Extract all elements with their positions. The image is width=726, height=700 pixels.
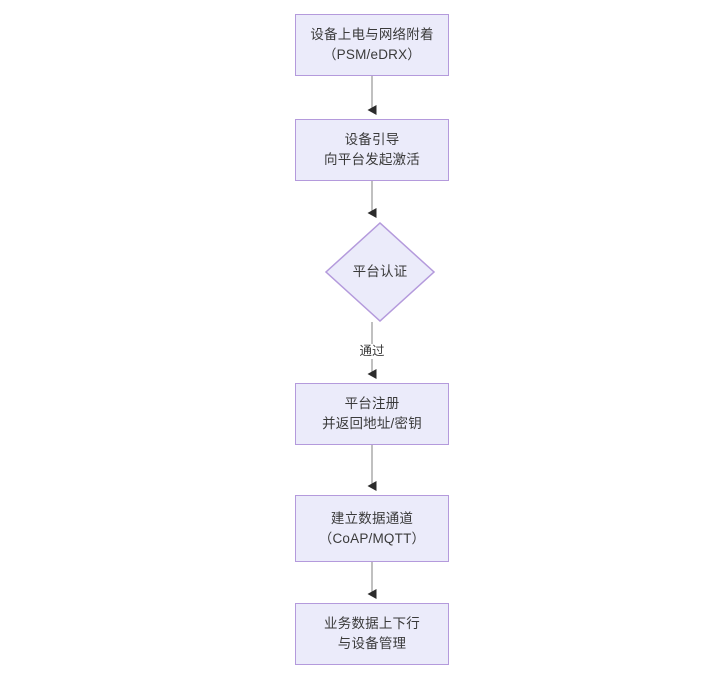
node-text-line: （CoAP/MQTT） — [318, 530, 426, 546]
node-text-line: 平台认证 — [352, 264, 408, 279]
node-platform-authentication[interactable]: 平台认证 — [325, 222, 435, 322]
node-text-line: 与设备管理 — [337, 636, 407, 651]
node-text-line: 建立数据通道 — [330, 510, 414, 526]
node-platform-registration[interactable]: 平台注册 并返回地址/密钥 — [295, 383, 449, 445]
node-text-line: 设备上电与网络附着 — [310, 27, 434, 42]
node-text-line: 业务数据上下行 — [324, 616, 420, 631]
diamond-shape-icon — [325, 222, 435, 322]
node-text-line: 平台注册 — [344, 396, 400, 411]
node-device-bootstrap[interactable]: 设备引导 向平台发起激活 — [295, 119, 449, 181]
node-device-power-on[interactable]: 设备上电与网络附着 （PSM/eDRX） — [295, 14, 449, 76]
node-text-line: 并返回地址/密钥 — [322, 416, 422, 431]
node-establish-data-channel[interactable]: 建立数据通道 （CoAP/MQTT） — [295, 495, 449, 562]
node-business-data-and-device-management[interactable]: 业务数据上下行 与设备管理 — [295, 603, 449, 665]
edge-label-pass: 通过 — [357, 344, 387, 359]
node-text-line: （PSM/eDRX） — [322, 47, 422, 62]
node-text-line: 向平台发起激活 — [324, 152, 420, 167]
node-text-line: 设备引导 — [344, 132, 400, 147]
